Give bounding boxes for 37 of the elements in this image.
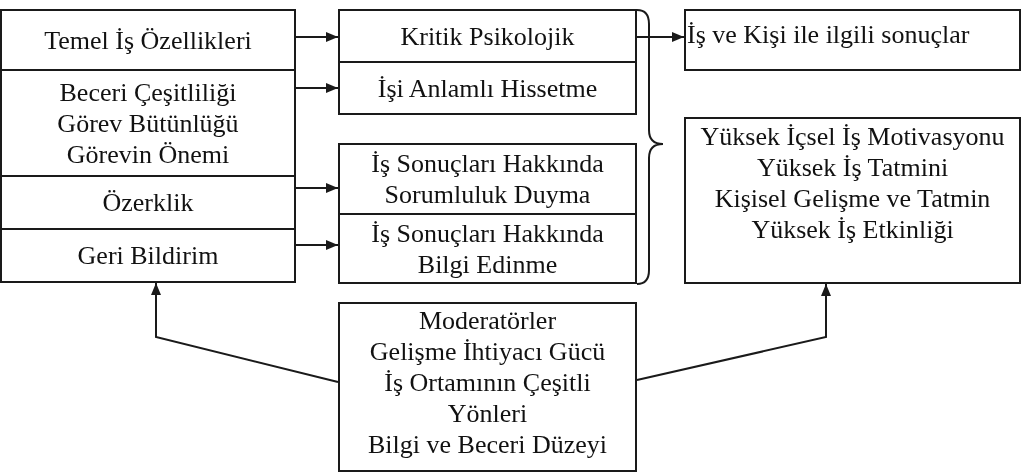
arrow <box>295 240 339 250</box>
diagram-box <box>338 213 637 284</box>
box-label: Temel İş Özellikleri <box>44 24 252 56</box>
box-label: İşi Anlamlı Hissetme <box>377 72 598 104</box>
box-label: Bilgi ve Beceri Düzeyi <box>368 429 607 460</box>
diagram-box <box>0 9 296 71</box>
box-label: Gelişme İhtiyacı Gücü <box>369 336 606 367</box>
arrow <box>636 32 685 42</box>
diagram-box <box>338 9 637 63</box>
diagram-box <box>0 228 296 283</box>
box-label: Yüksek İş Etkinliği <box>751 214 954 245</box>
diagram-box <box>0 175 296 230</box>
box-label: İş Sonuçları Hakkında Sorumluluk Duyma <box>370 148 605 210</box>
arrow <box>151 282 339 383</box>
box-label: Beceri Çeşitliliği <box>59 76 237 108</box>
arrow <box>295 32 339 42</box>
diagram-box <box>684 9 1021 71</box>
arrow <box>295 183 339 193</box>
diagram-box <box>684 117 1021 284</box>
box-label: Moderatörler <box>418 305 557 336</box>
box-label: Özerklik <box>102 187 194 218</box>
box-label: İş Sonuçları Hakkında Bilgi Edinme <box>370 217 605 280</box>
diagram-box <box>338 61 637 115</box>
arrow <box>295 83 339 93</box>
box-label: Yüksek İş Tatmini <box>756 152 949 183</box>
box-label: Geri Bildirim <box>77 240 219 271</box>
diagram-box <box>338 143 637 215</box>
box-label: İş ve Kişi ile ilgili sonuçlar <box>687 19 970 50</box>
box-label: Kritik Psikolojik <box>400 20 575 52</box>
box-label: Kişisel Gelişme ve Tatmin <box>714 183 991 214</box>
diagram-box <box>338 302 637 472</box>
box-label: Yüksek İçsel İş Motivasyonu <box>700 121 1005 152</box>
box-label: İş Ortamının Çeşitli Yönleri <box>383 367 592 429</box>
diagram-box <box>0 69 296 177</box>
box-label: Görevin Önemi <box>66 138 230 170</box>
box-label: Görev Bütünlüğü <box>57 107 239 139</box>
arrow <box>636 283 831 381</box>
